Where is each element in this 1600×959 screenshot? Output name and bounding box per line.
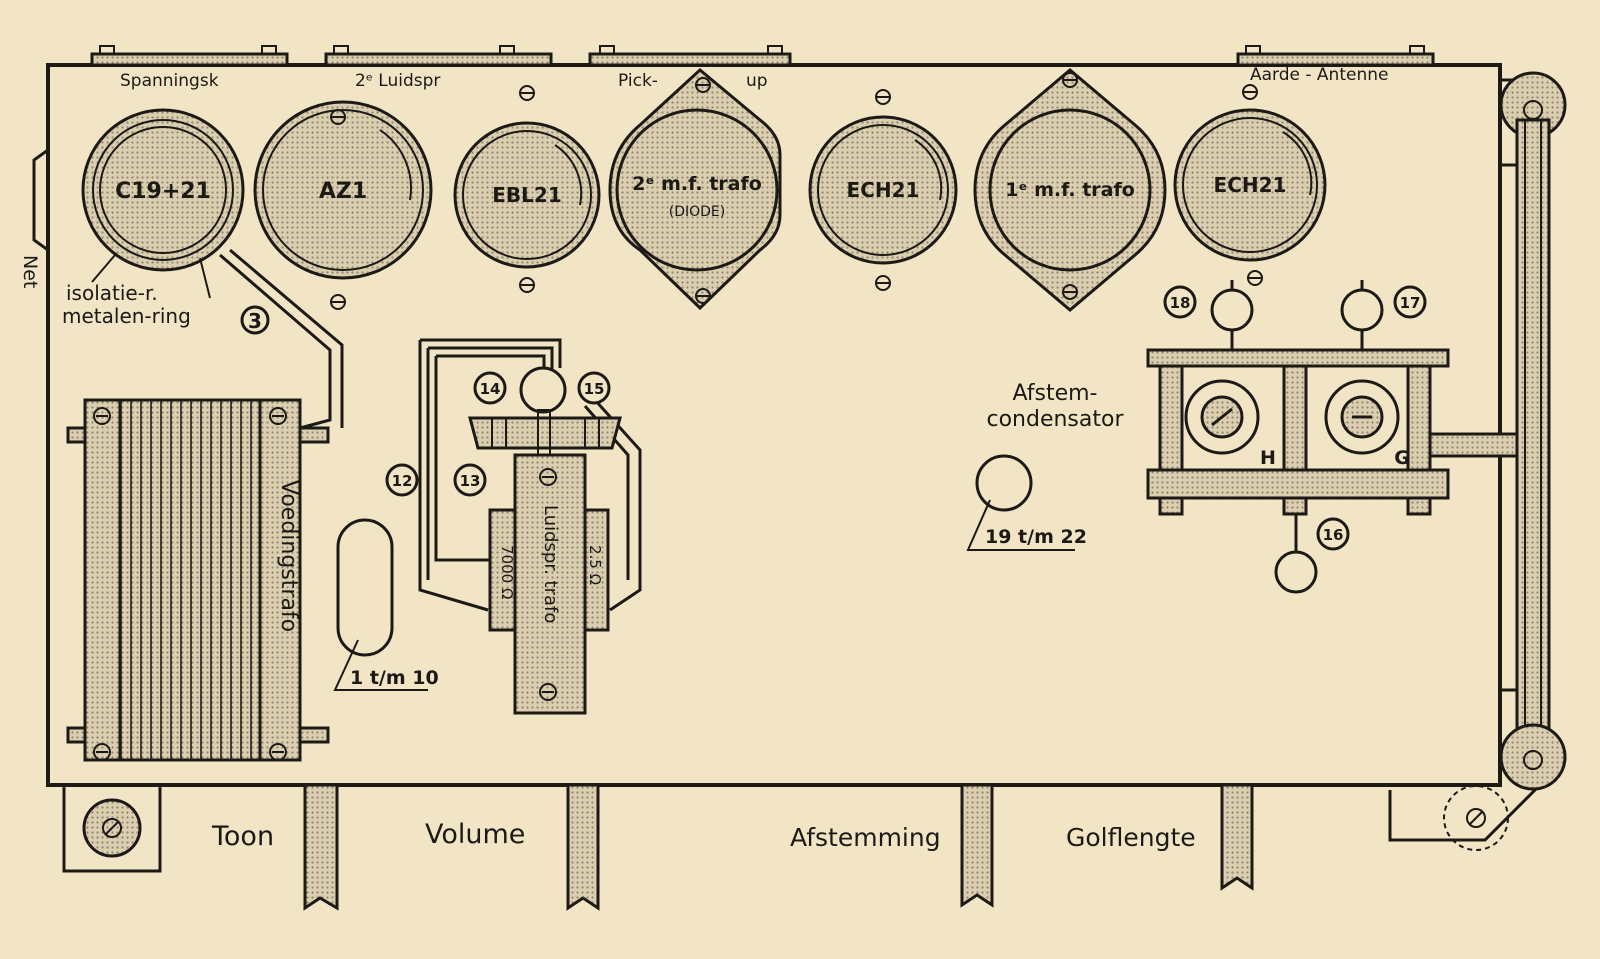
mf-trafo-1: 1ᵉ m.f. trafo	[973, 68, 1167, 312]
label-condensator: condensator	[986, 407, 1124, 432]
tube-az1: AZ1	[253, 100, 433, 280]
knob-label-golflengte: Golflengte	[1066, 823, 1196, 852]
knob-label-toon: Toon	[211, 821, 274, 852]
tube-ech21-a: ECH21	[808, 115, 958, 265]
label-h: H	[1260, 447, 1276, 469]
tube-label-ech21-b: ECH21	[1214, 173, 1287, 197]
number-13: 13	[460, 472, 481, 490]
mf2-label: 2ᵉ m.f. trafo	[632, 173, 762, 195]
label-luidspr-trafo: Luidspr. trafo	[540, 505, 561, 623]
label-up: up	[746, 71, 768, 91]
number-18: 18	[1170, 294, 1191, 312]
range-19-22: 19 t/m 22	[985, 526, 1087, 548]
tube-ebl21: EBL21	[453, 121, 601, 269]
label-net: Net	[19, 255, 41, 288]
number-14: 14	[480, 380, 501, 398]
label-2e-luidspr: 2ᵉ Luidspr	[355, 71, 440, 91]
label-spanningsk: Spanningsk	[120, 71, 219, 91]
connector-strips	[90, 45, 1435, 67]
label-pick: Pick-	[618, 71, 658, 91]
number-3: 3	[248, 309, 262, 333]
label-afstem: Afstem-	[1012, 381, 1097, 406]
dial-cord-assembly	[1388, 71, 1567, 851]
label-7000-ohm: 7000 Ω	[498, 545, 516, 599]
mf2-sublabel: (DIODE)	[669, 204, 725, 220]
label-g: G	[1394, 447, 1410, 469]
label-metalen-ring: metalen-ring	[62, 304, 191, 328]
label-aarde-antenne: Aarde - Antenne	[1250, 65, 1388, 85]
number-16: 16	[1323, 526, 1344, 544]
number-callouts: 14 15 12 13 16 17 18	[385, 285, 1427, 551]
number-12: 12	[392, 472, 413, 490]
speaker-transformer: Luidspr. trafo 7000 Ω 2.5 Ω	[418, 338, 642, 715]
knob-label-volume: Volume	[425, 819, 525, 850]
knob-shafts	[303, 783, 1254, 911]
range-1-10: 1 t/m 10	[350, 667, 439, 689]
mf1-label: 1ᵉ m.f. trafo	[1005, 179, 1135, 201]
tube-label-az1: AZ1	[319, 179, 367, 204]
number-15: 15	[584, 380, 605, 398]
label-isolatie-ring: isolatie-r.	[66, 281, 158, 305]
label-voedingstrafo: Voedingstrafo	[276, 480, 301, 632]
condenser-hole	[975, 454, 1033, 512]
knob-label-afstemming: Afstemming	[790, 823, 941, 852]
number-17: 17	[1400, 294, 1421, 312]
condenser-bracket: H G	[1146, 280, 1522, 594]
tube-c19-21: C19+21	[81, 108, 245, 272]
mounting-bracket	[62, 783, 162, 873]
tube-label-ebl21: EBL21	[492, 183, 561, 207]
screws	[330, 72, 1263, 310]
fuse-slot	[336, 518, 394, 657]
tube-ech21-b: ECH21	[1173, 108, 1327, 262]
power-transformer: Voedingstrafo	[66, 398, 330, 762]
mf-trafo-2: 2ᵉ m.f. trafo (DIODE)	[608, 68, 782, 311]
tube-label-ech21-a: ECH21	[847, 178, 920, 202]
label-2-5-ohm: 2.5 Ω	[586, 545, 604, 585]
tube-label-c19: C19+21	[115, 179, 211, 204]
